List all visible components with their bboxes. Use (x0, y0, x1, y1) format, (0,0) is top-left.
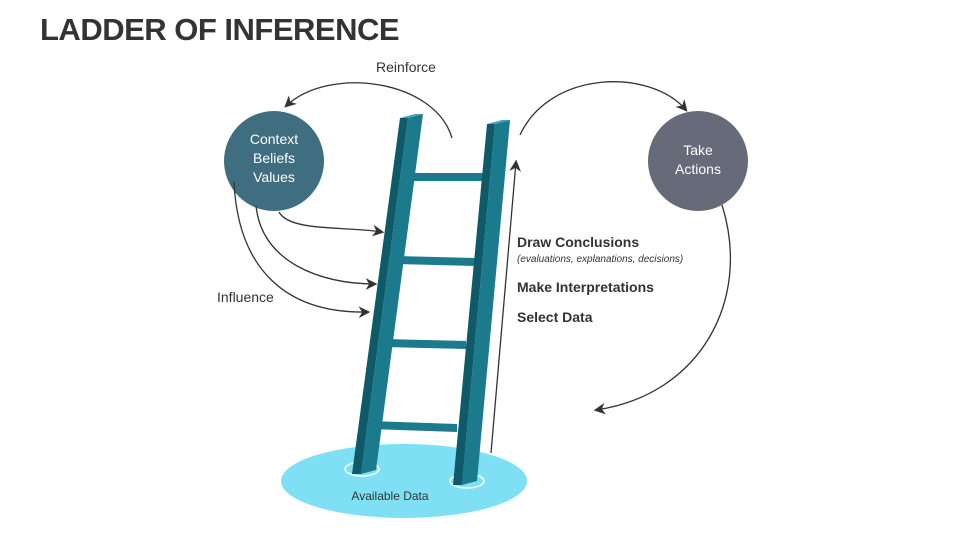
values-label: Values (253, 169, 295, 185)
take-actions-circle: Take Actions (648, 111, 748, 211)
actions-label: Actions (675, 161, 721, 177)
influence-arrow-1 (278, 211, 385, 237)
ladder-to-action-arrow (519, 81, 688, 136)
influence-label: Influence (217, 289, 274, 305)
rung-1 (404, 173, 485, 181)
rung-3 (384, 339, 466, 349)
ladder-right-rail (453, 120, 510, 485)
influence-arrow-2 (255, 205, 378, 290)
ladder-rungs (370, 173, 485, 432)
ladder (352, 114, 510, 485)
step-select-data: Select Data (517, 309, 593, 325)
ladder-left-rail (352, 114, 423, 474)
reinforce-label: Reinforce (376, 59, 436, 75)
flow-arrows (233, 81, 731, 454)
action-return-arrow (593, 204, 731, 415)
available-data-pool: Available Data (281, 444, 527, 518)
context-label: Context (250, 131, 298, 147)
step-draw-conclusions-sub: (evaluations, explanations, decisions) (517, 254, 683, 265)
ladder-steps: Draw Conclusions (evaluations, explanati… (517, 234, 683, 325)
rung-4 (370, 421, 457, 432)
beliefs-label: Beliefs (253, 150, 295, 166)
page-title: LADDER OF INFERENCE (40, 12, 400, 47)
context-beliefs-values-circle: Context Beliefs Values (224, 111, 324, 211)
influence-arrow-3 (233, 181, 371, 319)
available-data-label: Available Data (351, 489, 428, 503)
reinforce-arrow (284, 82, 453, 139)
rung-2 (396, 256, 476, 266)
step-make-interpretations: Make Interpretations (517, 279, 654, 295)
take-label: Take (683, 142, 713, 158)
pool-ellipse (281, 444, 527, 518)
ascend-arrow (490, 159, 522, 454)
step-draw-conclusions: Draw Conclusions (517, 234, 639, 250)
